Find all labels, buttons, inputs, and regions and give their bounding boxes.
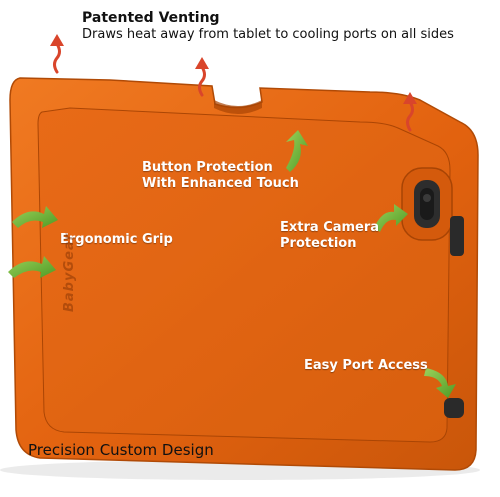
- camera-protection-label: Extra Camera Protection: [280, 220, 379, 251]
- heat-wave-arrow-icon: [403, 92, 417, 132]
- embossed-brand-logo: BabyGear: [62, 232, 77, 312]
- port-access-label: Easy Port Access: [304, 358, 428, 373]
- custom-design-caption: Precision Custom Design: [28, 441, 214, 459]
- button-protection-line-2: With Enhanced Touch: [142, 175, 299, 191]
- camera-protection-bump: [401, 167, 453, 241]
- button-protection-label: Button Protection With Enhanced Touch: [142, 160, 299, 191]
- bottom-port-opening: [444, 398, 464, 418]
- heat-wave-arrow-icon: [50, 34, 64, 74]
- heat-wave-arrow-icon: [195, 57, 209, 97]
- curved-green-arrow-icon: [374, 204, 408, 232]
- venting-heading: Patented Venting: [82, 10, 220, 26]
- camera-protection-line-2: Protection: [280, 235, 357, 251]
- button-protection-line-1: Button Protection: [142, 160, 273, 175]
- curved-green-arrow-icon: [8, 256, 56, 278]
- curved-green-arrow-icon: [424, 368, 456, 398]
- curved-green-arrow-icon: [12, 206, 58, 228]
- ergonomic-grip-label: Ergonomic Grip: [60, 232, 173, 247]
- case-inner-bezel: [37, 107, 451, 443]
- venting-description: Draws heat away from tablet to cooling p…: [82, 27, 454, 42]
- side-port-opening: [450, 216, 464, 256]
- case-handle-slot: [214, 100, 262, 114]
- curved-green-arrow-icon: [286, 130, 308, 172]
- camera-protection-line-1: Extra Camera: [280, 220, 380, 235]
